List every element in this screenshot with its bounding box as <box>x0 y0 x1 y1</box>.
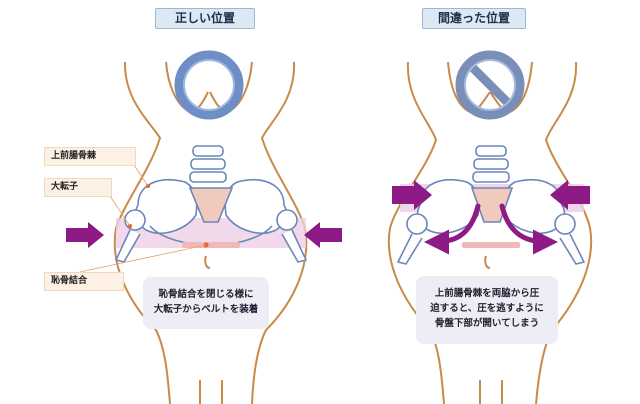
push-arrow-right-figure-right <box>550 180 590 210</box>
label-pubic-symphysis: 恥骨結合 <box>44 272 124 291</box>
pelvis-bones-left <box>114 145 308 263</box>
prohibited-icon <box>455 50 525 120</box>
note-wrong-line-3: 骨盤下部が開いてしまう <box>434 318 540 329</box>
label-greater-trochanter: 大転子 <box>44 178 112 197</box>
symphysis-bar-right <box>462 242 520 248</box>
push-arrow-left-in <box>66 222 104 248</box>
note-correct-line-1: 恥骨結合を閉じる様に <box>158 289 254 300</box>
note-correct: 恥骨結合を閉じる様に 大転子からベルトを装着 <box>143 277 269 329</box>
note-correct-line-2: 大転子からベルトを装着 <box>153 304 259 315</box>
label-asis: 上前腸骨棘 <box>44 147 136 166</box>
pelvis-bones-right <box>396 145 586 265</box>
title-correct-position: 正しい位置 <box>155 8 255 29</box>
title-wrong-position: 間違った位置 <box>422 8 526 29</box>
note-wrong-line-2: 迫すると、圧を逃すように <box>430 303 544 314</box>
push-arrow-right-figure-left <box>392 180 432 210</box>
note-wrong-line-1: 上前腸骨棘を両脇から圧 <box>434 288 540 299</box>
circle-ok-icon <box>174 50 244 120</box>
push-arrow-right-in <box>304 222 342 248</box>
note-wrong: 上前腸骨棘を両脇から圧 迫すると、圧を逃すように 骨盤下部が開いてしまう <box>416 276 558 344</box>
spread-arrows <box>424 203 558 255</box>
